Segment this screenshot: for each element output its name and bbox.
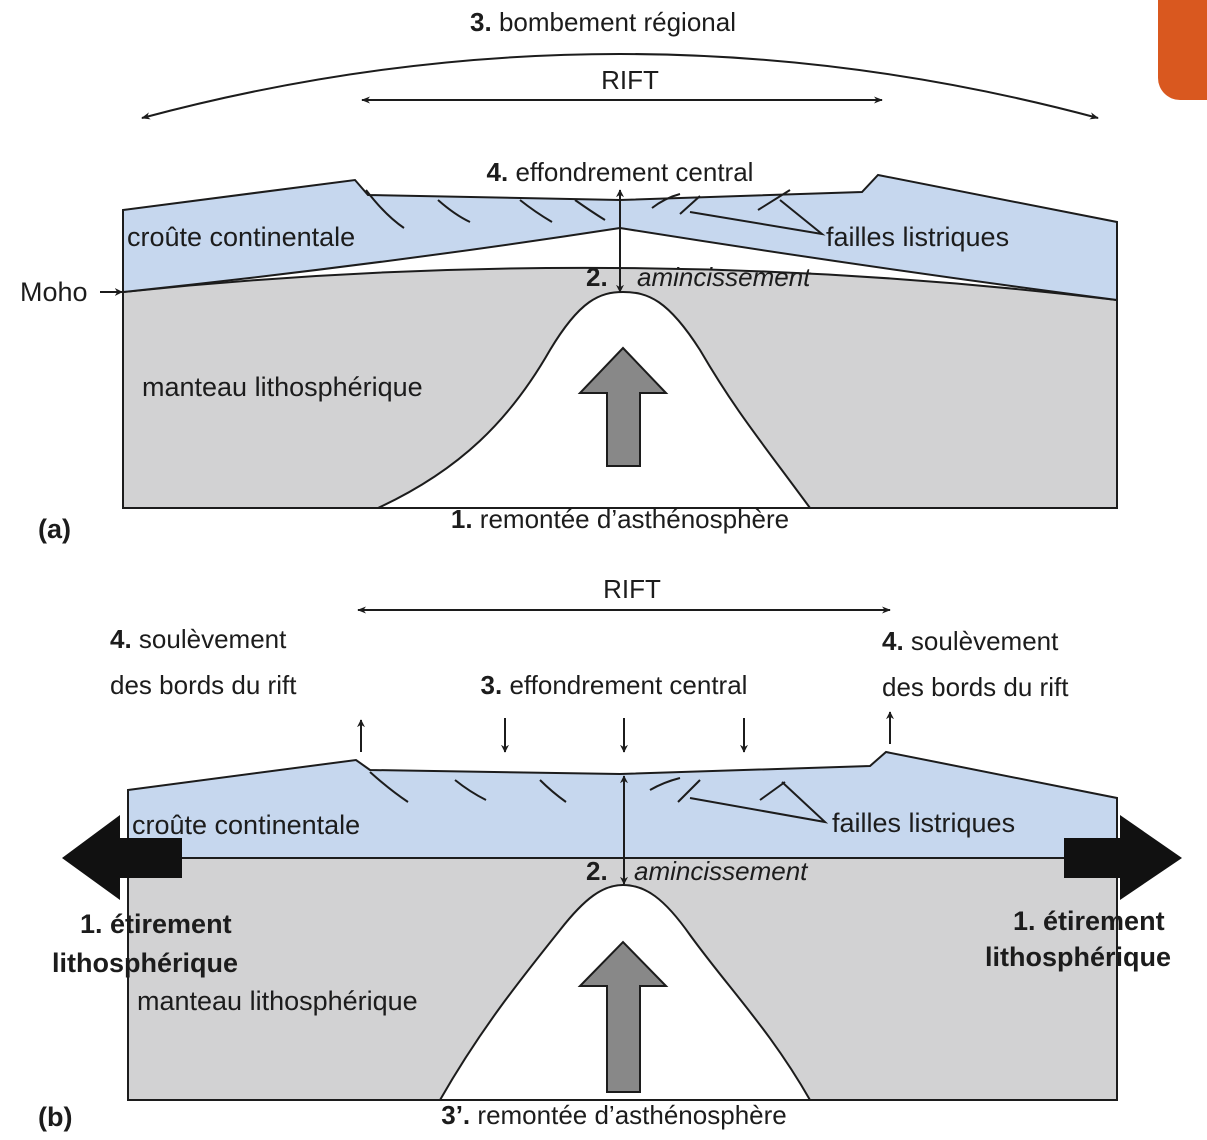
moho-label: Moho	[20, 277, 88, 307]
thinning-label-a: amincissement	[637, 262, 812, 292]
stretch-label-left-1: 1. étirement	[80, 909, 232, 939]
collapse-arrows-b	[501, 718, 748, 753]
regional-bulge-arrow	[141, 53, 1099, 120]
uplift-label-right: 4. soulèvement	[882, 626, 1059, 656]
crust-label-b: croûte continentale	[132, 810, 360, 840]
mantle-label-a: manteau lithosphérique	[142, 372, 423, 402]
faults-label-b: failles listriques	[832, 808, 1015, 838]
crust-a	[122, 173, 1118, 302]
upwelling-label-a: 1. remontée d’asthénosphère	[451, 504, 789, 534]
listric-faults-b	[369, 771, 829, 824]
listric-faults-a	[365, 189, 826, 236]
panel-a: 3. bombement régional RIFT 4. effondr	[20, 7, 1118, 544]
upwelling-arrow-b	[577, 940, 669, 1093]
thinning-label-b: amincissement	[634, 856, 809, 886]
stretch-arrow-left	[62, 815, 182, 900]
panel-label-a: (a)	[38, 514, 71, 544]
rift-label-a: RIFT	[601, 65, 659, 95]
stretch-label-right-2: lithosphérique	[985, 942, 1171, 972]
faults-label-a: failles listriques	[826, 222, 1009, 252]
upwelling-label-b: 3’. remontée d’asthénosphère	[441, 1100, 786, 1130]
panel-b: RIFT	[38, 574, 1182, 1132]
panel-label-b: (b)	[38, 1102, 72, 1132]
uplift-label-left-2: des bords du rift	[110, 670, 297, 700]
uplift-label-left: 4. soulèvement	[110, 624, 287, 654]
thinning-num-b: 2.	[586, 856, 608, 886]
rift-label-b: RIFT	[603, 574, 661, 604]
thinning-num-a: 2.	[586, 262, 608, 292]
uplift-label-right-2: des bords du rift	[882, 672, 1069, 702]
collapse-label-a: 4. effondrement central	[487, 157, 754, 187]
uplift-arrows-b	[357, 711, 894, 752]
bulge-label: 3. bombement régional	[470, 7, 736, 37]
crust-label-a: croûte continentale	[127, 222, 355, 252]
stretch-arrow-right	[1064, 815, 1182, 900]
corner-tab	[1158, 0, 1207, 100]
upwelling-arrow-a	[577, 346, 669, 467]
stretch-label-left-2: lithosphérique	[52, 948, 238, 978]
mantle-label-b: manteau lithosphérique	[137, 986, 418, 1016]
crust-b	[127, 750, 1118, 859]
stretch-label-right-1: 1. étirement	[1013, 906, 1165, 936]
collapse-label-b: 3. effondrement central	[481, 670, 748, 700]
